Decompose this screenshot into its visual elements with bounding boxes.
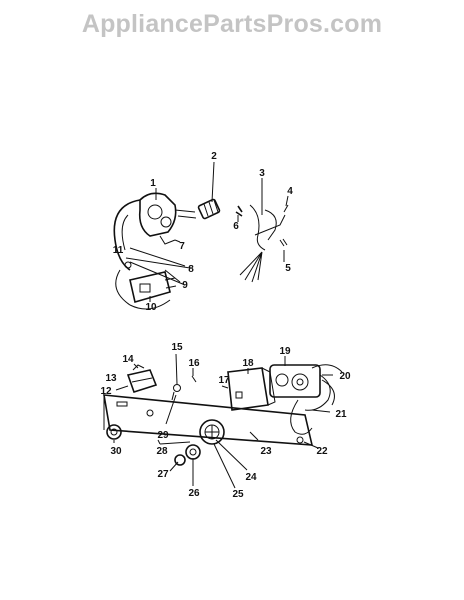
callout-3: 3 bbox=[259, 168, 265, 179]
upper-leaders bbox=[129, 161, 289, 302]
callout-20: 20 bbox=[339, 371, 351, 382]
cover-box bbox=[227, 367, 269, 411]
callout-15: 15 bbox=[171, 342, 183, 353]
callout-7: 7 bbox=[179, 241, 185, 252]
callout-4: 4 bbox=[287, 186, 293, 197]
hose bbox=[113, 199, 141, 271]
switch-assembly bbox=[129, 271, 171, 304]
callout-1: 1 bbox=[150, 178, 156, 189]
callout-numbers: 1 2 3 4 5 6 7 8 9 10 11 12 13 14 15 16 1… bbox=[100, 151, 351, 500]
callout-26: 26 bbox=[188, 488, 200, 499]
callout-27: 27 bbox=[157, 469, 169, 480]
callout-29: 29 bbox=[157, 430, 169, 441]
lower-leaders bbox=[113, 353, 333, 489]
left-knob bbox=[106, 424, 122, 440]
callout-18: 18 bbox=[242, 358, 254, 369]
callout-6: 6 bbox=[233, 221, 239, 232]
callout-28: 28 bbox=[156, 446, 168, 457]
callout-13: 13 bbox=[105, 373, 117, 384]
callout-10: 10 bbox=[145, 302, 157, 313]
callout-14: 14 bbox=[122, 354, 134, 365]
callout-19: 19 bbox=[279, 346, 291, 357]
callout-9: 9 bbox=[182, 280, 188, 291]
callout-21: 21 bbox=[335, 409, 347, 420]
callout-8: 8 bbox=[188, 264, 194, 275]
callout-5: 5 bbox=[285, 263, 291, 274]
valve-body bbox=[138, 192, 177, 237]
dial bbox=[199, 419, 225, 445]
callout-16: 16 bbox=[188, 358, 200, 369]
callout-24: 24 bbox=[245, 472, 257, 483]
upper-assembly bbox=[113, 192, 289, 310]
callout-25: 25 bbox=[232, 489, 244, 500]
watermark-logo: AppliancePartsPros.com bbox=[81, 10, 383, 38]
callout-11: 11 bbox=[113, 245, 124, 256]
callout-23: 23 bbox=[260, 446, 272, 457]
callout-12: 12 bbox=[100, 386, 112, 397]
callout-17: 17 bbox=[218, 375, 230, 386]
callout-2: 2 bbox=[211, 151, 217, 162]
callout-22: 22 bbox=[316, 446, 328, 457]
callout-30: 30 bbox=[110, 446, 122, 457]
timer bbox=[269, 364, 321, 398]
nozzle-part bbox=[197, 198, 221, 220]
